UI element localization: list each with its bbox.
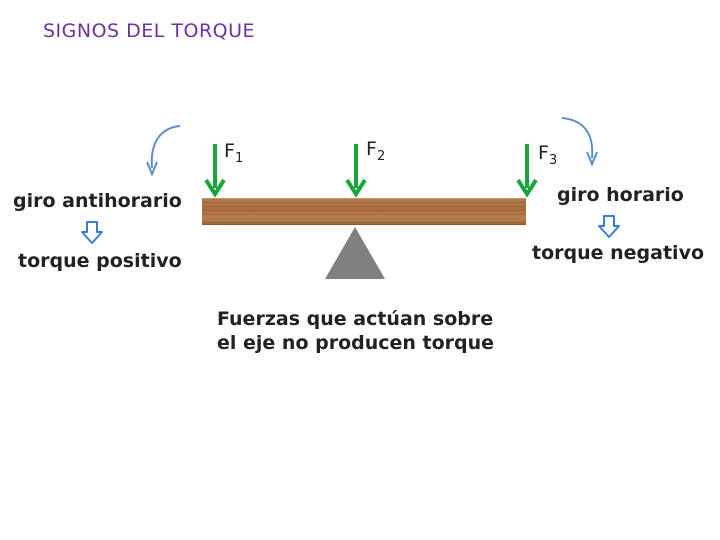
force-label-f3: F3 (538, 142, 558, 168)
down-arrow-right-icon (598, 215, 620, 238)
down-arrow-left-icon (81, 221, 103, 244)
force-arrow-f2-icon (345, 144, 367, 198)
fulcrum-triangle (325, 227, 385, 279)
counterclockwise-arrow-icon (146, 125, 181, 177)
caption-line-2: el eje no producen torque (217, 332, 495, 354)
force-label-f2: F2 (366, 138, 386, 164)
negative-torque-label: torque negativo (532, 242, 705, 264)
caption-line-1: Fuerzas que actúan sobre (217, 308, 494, 330)
force-arrow-f3-icon (516, 144, 538, 198)
axis-forces-caption: Fuerzas que actúan sobre el eje no produ… (217, 307, 494, 355)
page-title: SIGNOS DEL TORQUE (43, 20, 256, 42)
force-arrow-f1-icon (204, 144, 226, 198)
force-label-f1: F1 (224, 140, 244, 166)
clockwise-label: giro horario (557, 184, 684, 206)
lever-beam (202, 198, 526, 225)
clockwise-arrow-icon (561, 117, 598, 167)
positive-torque-label: torque positivo (18, 250, 182, 272)
counterclockwise-label: giro antihorario (13, 190, 182, 212)
